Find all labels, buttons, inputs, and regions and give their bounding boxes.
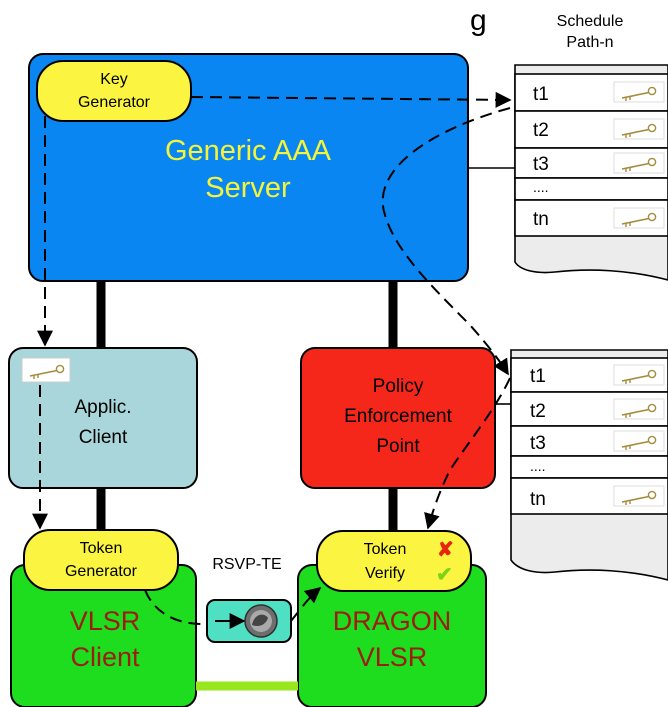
dragon-vlsr-label-line-2: VLSR [357, 642, 428, 672]
schedule-bottom-row-t1: t1 [530, 366, 546, 387]
schedule-top-row-t1: t1 [533, 84, 549, 105]
token-verify-label-token: Token [364, 541, 407, 558]
token-generator [23, 529, 179, 591]
key-icon [613, 430, 665, 452]
key-icon [21, 357, 71, 383]
dragon-vlsr-label-line-1: DRAGON [333, 606, 452, 636]
schedule-top-row-t3: t3 [533, 154, 549, 175]
key-icon [613, 118, 665, 140]
pep-label-line-3: Point [376, 436, 420, 457]
schedule-bottom-row-tn: tn [530, 489, 546, 510]
schedule-top-row-ellipsis: .... [533, 179, 549, 195]
schedule-bottom-row-ellipsis: .... [530, 458, 546, 474]
schedule-top-row-t2: t2 [533, 120, 549, 141]
vlsr-client-label-line-1: VLSR [70, 606, 141, 636]
key-icon [613, 364, 665, 386]
aaa-server-label-line-2: Server [205, 172, 291, 204]
key-generator [36, 60, 192, 122]
key-generator-label-line-2: Generator [78, 94, 151, 111]
token-verify-label-verify: Verify [365, 565, 405, 582]
applic-client-label-line-2: Client [79, 427, 128, 448]
schedule-transfer-arrow [381, 107, 511, 376]
schedule-title-line-2: Path-n [566, 34, 613, 51]
rsvp-message-box [206, 599, 292, 643]
schedule-to-verify-arrow [424, 377, 511, 530]
token-to-rsvp-arrow [144, 589, 207, 626]
policy-enforcement-point [300, 347, 496, 489]
vlsr-client-label-line-2: Client [70, 642, 140, 672]
key-icon [613, 485, 665, 507]
key-distribution-arrow [190, 91, 512, 108]
header-partial-text: g [470, 4, 487, 37]
schedule-table-bottom: t1 t2 t3 .... tn [510, 349, 668, 581]
key-generator-label-line-1: Key [100, 71, 128, 88]
pep-label-line-1: Policy [373, 376, 424, 397]
check-icon: ✔ [436, 564, 453, 586]
schedule-bottom-row-t3: t3 [530, 433, 546, 454]
schedule-top-row-tn: tn [533, 209, 549, 230]
schedule-title-line-1: Schedule [557, 13, 624, 30]
token-generator-label-line-2: Generator [65, 563, 138, 580]
key-icon [613, 398, 665, 420]
key-icon [613, 81, 665, 103]
rsvp-te-label: RSVP-TE [212, 556, 281, 573]
aaa-server-label-line-1: Generic AAA [165, 135, 332, 167]
token-generator-label-line-1: Token [80, 540, 123, 557]
applic-client [8, 347, 198, 489]
schedule-bottom-row-t2: t2 [530, 401, 546, 422]
key-icon [613, 207, 665, 229]
schedule-table-top: t1 t2 t3 .... tn [514, 64, 668, 281]
key-icon [613, 152, 665, 174]
applic-client-label-line-1: Applic. [74, 397, 131, 418]
cross-icon: ✘ [437, 539, 454, 561]
pep-label-line-2: Enforcement [344, 406, 452, 427]
token-verify [316, 530, 472, 592]
rsvp-to-verify-arrow [290, 586, 322, 622]
